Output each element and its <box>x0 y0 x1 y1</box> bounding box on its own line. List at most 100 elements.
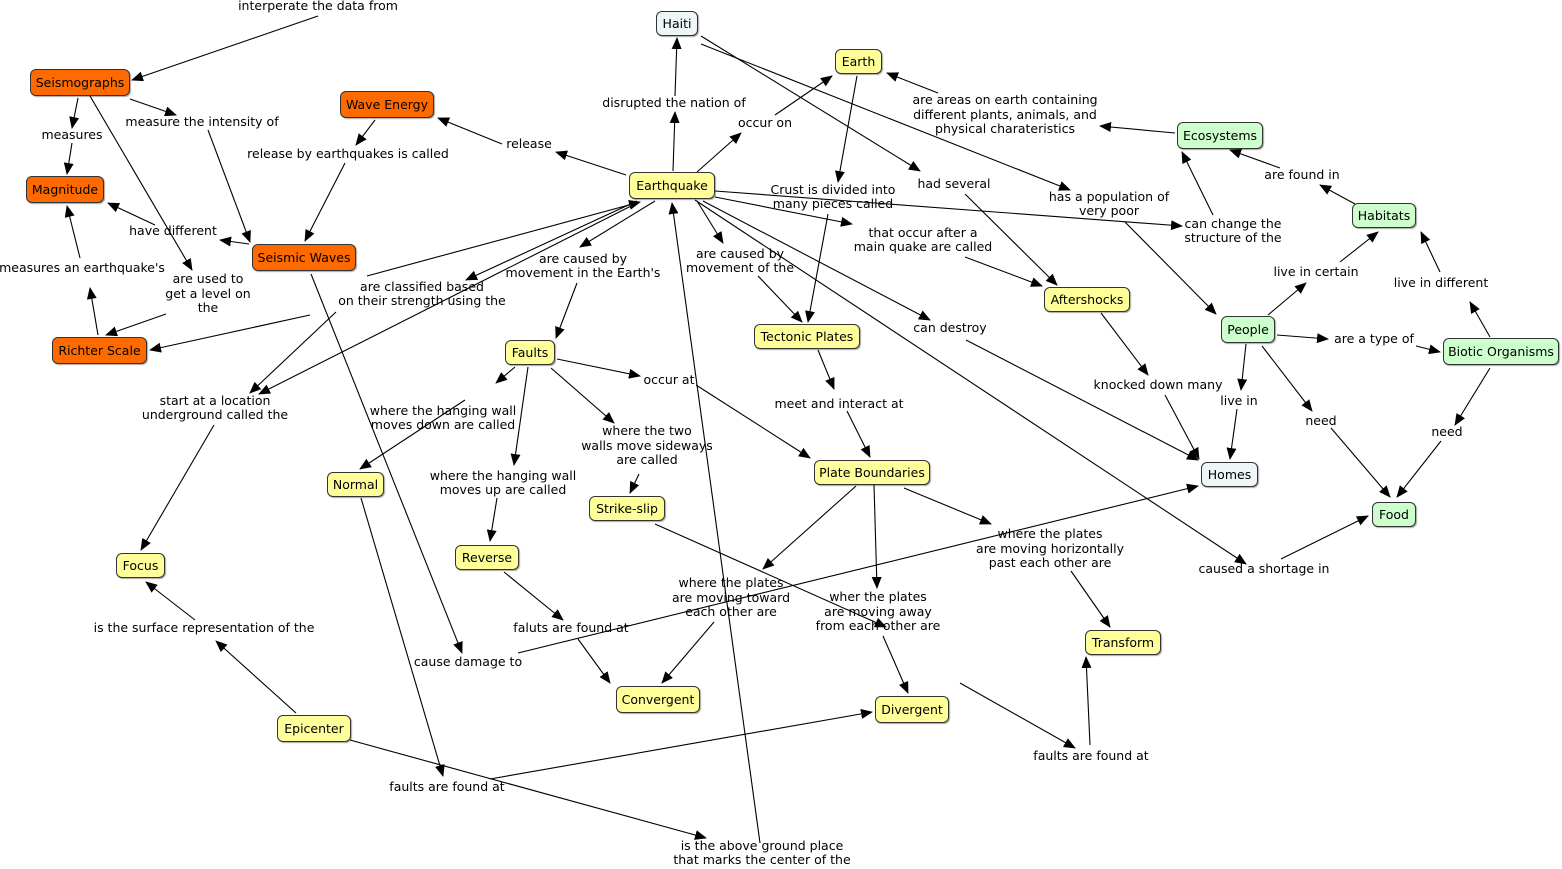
link-label-live-in-certain: live in certain <box>1273 263 1359 279</box>
connector-arrow <box>517 483 1199 654</box>
link-label-measure-intensity: measure the intensity of <box>125 113 279 129</box>
connector-arrow <box>105 313 167 337</box>
link-label-faluts-found: faluts are found at <box>513 619 629 635</box>
link-label-classified: are classified based on their strength u… <box>338 278 506 308</box>
node-normal[interactable]: Normal <box>327 472 384 497</box>
link-label-hanging-up: where the hanging wall moves up are call… <box>429 467 577 497</box>
connector-arrow <box>629 473 640 494</box>
link-label-release: release <box>506 135 552 151</box>
connector-arrow <box>437 117 503 145</box>
link-label-have-different: have different <box>129 222 217 238</box>
connector-arrow <box>1164 394 1200 460</box>
link-label-caused-shortage: caused a shortage in <box>1198 560 1330 576</box>
node-faults[interactable]: Faults <box>505 340 555 365</box>
node-biotic-organisms[interactable]: Biotic Organisms <box>1443 338 1559 365</box>
connector-arrow <box>219 236 250 247</box>
connector-arrow <box>1229 149 1281 169</box>
connector-arrow <box>714 190 1183 231</box>
connector-arrow <box>63 142 74 175</box>
node-seismographs[interactable]: Seismographs <box>30 69 130 96</box>
link-label-meet-interact: meet and interact at <box>774 395 904 411</box>
link-label-start-at: start at a location underground called t… <box>141 392 289 422</box>
connector-arrow <box>805 213 829 323</box>
node-ecosystems[interactable]: Ecosystems <box>1177 122 1263 149</box>
connector-arrow <box>107 202 156 226</box>
node-tectonic-plates[interactable]: Tectonic Plates <box>754 324 860 349</box>
node-homes[interactable]: Homes <box>1201 462 1258 487</box>
connector-arrow <box>1124 221 1217 315</box>
link-label-sideways: where the two walls move sideways are ca… <box>581 423 713 468</box>
connector-arrow <box>846 410 871 458</box>
node-richter-scale[interactable]: Richter Scale <box>52 337 147 364</box>
node-plate-boundaries[interactable]: Plate Boundaries <box>814 460 930 485</box>
node-epicenter[interactable]: Epicenter <box>277 715 351 742</box>
link-label-caused-by-movement: are caused by movement in the Earth's <box>505 250 661 280</box>
link-label-interperate: interperate the data from <box>238 0 398 13</box>
connector-arrow <box>64 205 81 259</box>
connector-arrow <box>577 638 611 684</box>
connector-arrow <box>1319 184 1356 205</box>
node-earth[interactable]: Earth <box>835 49 882 74</box>
node-seismic-waves[interactable]: Seismic Waves <box>252 244 356 271</box>
connector-arrow <box>149 314 311 353</box>
connector-arrow <box>556 358 641 379</box>
connector-arrow <box>964 193 1058 286</box>
node-magnitude[interactable]: Magnitude <box>26 176 104 203</box>
link-label-horizontally: where the plates are moving horizontally… <box>976 526 1124 571</box>
connector-arrow <box>1420 231 1441 273</box>
connector-arrow <box>903 487 992 525</box>
connector-arrow <box>817 349 835 390</box>
node-aftershocks[interactable]: Aftershocks <box>1044 287 1130 312</box>
connector-arrow <box>489 708 873 780</box>
link-label-disrupted: disrupted the nation of <box>602 94 746 110</box>
connector-arrow <box>714 196 853 227</box>
node-strike-slip[interactable]: Strike-slip <box>589 496 665 521</box>
connector-arrow <box>555 150 627 176</box>
link-label-has-population: has a population of very poor <box>1048 188 1170 218</box>
connector-arrow <box>131 15 319 82</box>
link-label-cause-damage: cause damage to <box>413 653 523 669</box>
connector-arrow <box>1081 656 1092 746</box>
node-wave-energy[interactable]: Wave Energy <box>340 91 434 118</box>
connector-arrow <box>89 95 193 271</box>
connector-arrow <box>959 682 1076 749</box>
connector-arrow <box>359 399 466 470</box>
connector-arrow <box>207 129 251 243</box>
connector-arrow <box>1454 367 1491 426</box>
connector-arrow <box>258 202 638 395</box>
connector-arrow <box>1181 151 1214 216</box>
node-haiti[interactable]: Haiti <box>656 11 698 36</box>
link-label-measures: measures <box>41 126 103 142</box>
node-focus[interactable]: Focus <box>116 553 165 578</box>
node-earthquake[interactable]: Earthquake <box>629 172 715 199</box>
link-label-are-found-in: are found in <box>1264 166 1340 182</box>
link-label-live-in: live in <box>1220 392 1258 408</box>
connector-arrow <box>1330 427 1391 498</box>
link-label-had-several: had several <box>917 175 991 191</box>
link-label-areas-on-earth: are areas on earth containing different … <box>912 92 1098 137</box>
connector-arrow <box>1280 515 1369 560</box>
connector-arrow <box>1261 345 1313 412</box>
connector-arrow <box>774 75 833 116</box>
node-people[interactable]: People <box>1221 316 1275 343</box>
connector-arrow <box>671 37 682 97</box>
connector-arrow <box>700 43 1071 191</box>
node-reverse[interactable]: Reverse <box>455 545 519 570</box>
connector-arrow <box>696 200 724 244</box>
node-transform[interactable]: Transform <box>1085 630 1161 655</box>
connector-arrow <box>871 484 882 589</box>
node-food[interactable]: Food <box>1372 502 1416 527</box>
node-habitats[interactable]: Habitats <box>1352 203 1416 228</box>
connector-arrow <box>366 200 641 277</box>
connector-arrow <box>661 621 715 684</box>
node-divergent[interactable]: Divergent <box>875 696 949 723</box>
connector-arrow <box>579 200 656 248</box>
link-label-caused-by-movement-of: are caused by movement of the <box>685 245 795 275</box>
link-label-live-in-different: live in different <box>1393 274 1489 290</box>
node-convergent[interactable]: Convergent <box>616 686 700 713</box>
connector-arrow <box>1276 333 1329 344</box>
connector-arrow <box>1099 122 1176 134</box>
connector-arrow <box>503 571 564 621</box>
